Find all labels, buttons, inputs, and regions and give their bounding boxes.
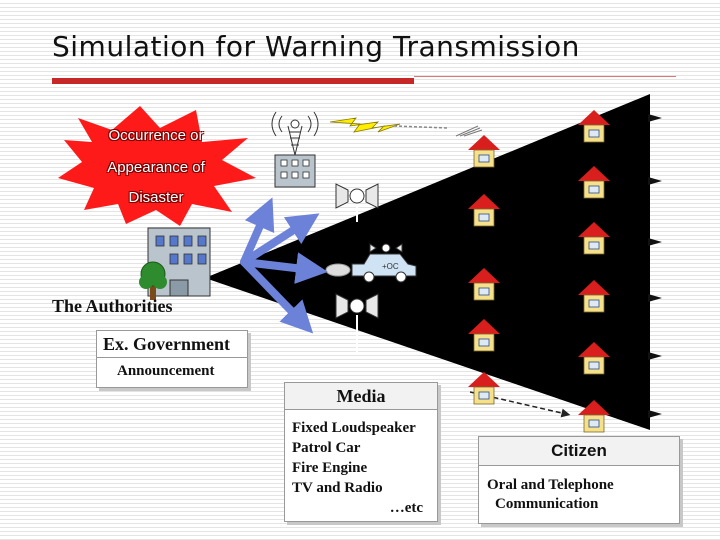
patrol-car-marking: +OC (382, 262, 399, 271)
house-icon (468, 194, 500, 227)
media-item: Fire Engine (292, 460, 368, 476)
media-item: TV and Radio (292, 480, 383, 496)
house-icon (578, 110, 610, 143)
disaster-line-2: Appearance of (107, 159, 205, 176)
tree-icon (139, 261, 167, 300)
disaster-line-1: Occurrence or (108, 127, 204, 144)
transmission-beam (205, 94, 650, 430)
house-icon (468, 268, 500, 301)
lightning-icon (329, 117, 483, 137)
media-item: Patrol Car (292, 440, 361, 456)
house-icon (578, 166, 610, 199)
media-item: Fixed Loudspeaker (292, 420, 416, 436)
house-icon (468, 135, 500, 168)
house-icon (578, 280, 610, 313)
government-heading: Ex. Government (97, 331, 247, 358)
disaster-line-3: Disaster (128, 189, 184, 206)
patrol-car-icon: +OC (325, 243, 417, 283)
house-icon (468, 319, 500, 352)
media-heading: Media (285, 383, 437, 410)
page-title: Simulation for Warning Transmission (52, 30, 580, 63)
media-box: Media Fixed Loudspeaker Patrol Car Fire … (284, 382, 438, 522)
government-box: Ex. Government Announcement (96, 330, 248, 388)
house-icon (578, 222, 610, 255)
edge-arrow-ticks (648, 114, 662, 418)
broadcast-arrows (240, 197, 328, 334)
authorities-label: The Authorities (52, 296, 173, 316)
house-icon (468, 372, 500, 405)
house-icon (578, 342, 610, 375)
media-list: Fixed Loudspeaker Patrol Car Fire Engine… (285, 410, 437, 498)
tower-icon (271, 111, 319, 188)
citizen-body: Oral and Telephone Communication (479, 466, 679, 514)
citizen-box: Citizen Oral and Telephone Communication (478, 436, 680, 524)
loudspeaker-icon (335, 183, 379, 222)
disaster-burst (58, 106, 256, 226)
government-item: Announcement (117, 363, 215, 379)
loudspeaker-icon (335, 293, 379, 352)
house-icon (578, 400, 610, 433)
citizen-heading: Citizen (479, 437, 679, 466)
title-underline-accent (52, 78, 414, 84)
citizen-line-1: Oral and Telephone (487, 477, 614, 493)
title-underline-rule (414, 76, 676, 77)
media-etc: …etc (389, 500, 423, 516)
citizen-line-2: Communication (495, 496, 599, 512)
